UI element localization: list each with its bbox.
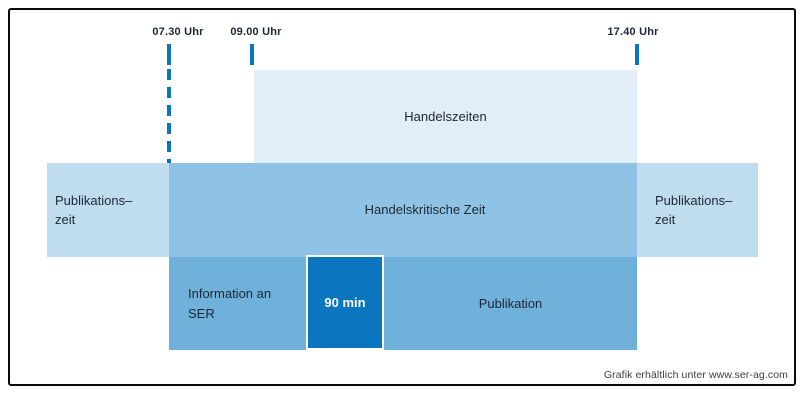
publikationszeit-right-label: Publikations– zeit — [655, 192, 733, 228]
time-label-1740: 17.40 Uhr — [607, 26, 659, 38]
handelskritische-zeit-label: Handelskritische Zeit — [364, 202, 486, 218]
tick-0900 — [250, 44, 254, 65]
dashed-line-0730 — [167, 69, 171, 163]
footer-credit: Grafik erhältlich unter www.ser-ag.com — [603, 369, 788, 381]
information-an-ser-label: Information an SER — [188, 286, 272, 321]
publikationszeit-left-box: Publikations– zeit — [47, 163, 169, 257]
time-label-0730: 07.30 Uhr — [152, 26, 204, 38]
publikationszeit-right-box: Publikations– zeit — [637, 163, 758, 257]
publikationszeit-left-label: Publikations– zeit — [55, 192, 133, 228]
handelskritische-zeit-box: Handelskritische Zeit — [169, 163, 637, 257]
publikation-label: Publikation — [478, 295, 543, 311]
information-an-ser-box: Information an SER — [169, 257, 306, 350]
tick-0730 — [167, 44, 171, 65]
tick-1740 — [635, 44, 639, 65]
time-label-0900: 09.00 Uhr — [230, 26, 282, 38]
duration-90min-box: 90 min — [306, 255, 384, 350]
handelszeiten-label: Handelszeiten — [404, 108, 487, 124]
publikation-box: Publikation — [384, 257, 637, 350]
duration-90min-label: 90 min — [324, 294, 366, 310]
handelszeiten-box: Handelszeiten — [254, 70, 637, 163]
